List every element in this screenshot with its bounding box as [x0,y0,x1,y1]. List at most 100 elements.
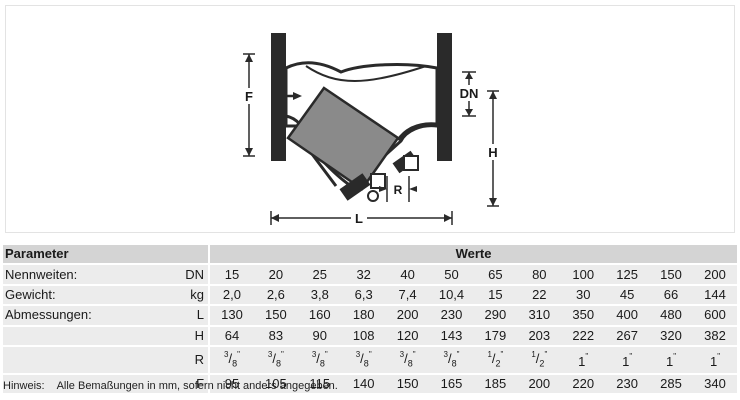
table-cell: 90 [297,324,342,345]
table-cell: 285 [649,372,693,394]
fraction-value: 3/8" [268,349,284,369]
header-parameter: Parameter [3,245,211,264]
right-flange [437,33,452,161]
table-cell: 150 [253,304,298,325]
table-cell: 15 [210,263,254,284]
inch-mark: " [629,352,633,362]
table-cell: 80 [517,263,562,284]
row-label: Nennweiten: [3,263,156,284]
footnote-key: Hinweis: [3,380,45,392]
table-cell: 350 [561,304,606,325]
fraction-value: 3/8" [400,349,416,369]
fraction-slash: / [272,351,276,367]
row-unit: kg [156,283,211,305]
table-cell: 65 [473,263,518,284]
fraction-numerator: 1 [531,349,536,359]
table-cell: 1/2" [473,344,518,373]
table-cell: 25 [297,263,342,284]
row-label: Abmessungen: [3,304,156,325]
table-cell: 6,3 [341,283,386,305]
dim-h-arrow-bottom [489,198,497,206]
row-label [3,324,156,345]
header-values: Werte [210,245,737,264]
table-cell: 3/8" [385,344,430,373]
table-cell: 100 [561,263,606,284]
body-bottom-right [396,122,438,141]
fraction-slash: / [447,351,452,367]
inch-mark: " [412,349,416,359]
table-cell: 150 [385,372,430,394]
table-cell: 185 [473,372,518,394]
row-unit: F [156,372,211,394]
table-cell: 108 [341,324,386,345]
table-cell: 66 [649,283,693,305]
inch-mark: " [585,352,589,362]
dim-dn-arrow-top [465,72,473,79]
table-cell: 15 [473,283,518,305]
table-cell: 64 [210,324,254,345]
table-cell: 125 [605,263,650,284]
fraction-numerator: 3 [311,349,317,359]
row-unit: R [156,344,211,373]
dim-h-arrow-top [489,91,497,99]
fraction-slash: / [360,351,364,367]
table-cell: 130 [210,304,254,325]
fraction-value: 3/8" [443,349,460,369]
inch-mark: " [281,349,284,359]
dim-r-arrow-left [379,186,387,192]
dim-l-arrow-left [271,214,279,222]
fraction-value: 1" [710,352,720,368]
table-cell: 340 [692,372,737,394]
dim-l-label: L [355,211,363,226]
fraction-slash: / [535,351,540,367]
fraction-value: 1" [666,352,676,368]
fraction-value: 3/8" [355,349,372,369]
fraction-denominator: 8 [363,358,369,369]
dim-l-arrow-right [444,214,452,222]
fraction-value: 3/8" [311,349,328,369]
table-cell: 1" [692,344,737,373]
table-cell: 50 [429,263,474,284]
dim-dn-arrow-bottom [465,109,473,116]
side-plug-2 [403,155,419,171]
dim-r-arrow-right [409,186,417,192]
fraction-numerator: 1 [487,349,492,359]
fraction-denominator: 8 [275,358,281,369]
table-cell: 2,6 [253,283,298,305]
table-cell: 45 [605,283,650,305]
table-cell: 320 [649,324,693,345]
flow-arrow-head [293,92,302,100]
table-cell: 230 [605,372,650,394]
table-cell: 95 [210,372,254,394]
table-cell: 267 [605,324,650,345]
table-cell: 160 [297,304,342,325]
dim-r-label: R [394,183,403,197]
table-cell: 140 [341,372,386,394]
table-cell: 180 [341,304,386,325]
drain-cap [339,173,371,201]
fraction-slash: / [404,351,408,367]
inch-mark: " [456,349,460,359]
table-cell: 382 [692,324,737,345]
fraction-value: 3/8" [224,350,240,369]
table-cell: 222 [561,324,606,345]
table-cell: 1" [561,344,606,373]
fraction-whole: 1 [622,353,630,369]
table-cell: 2,0 [210,283,254,305]
fraction-numerator: 3 [443,349,448,359]
fraction-denominator: 8 [232,358,238,369]
footnote-text: Alle Bemaßungen in mm, sofern nicht ande… [56,380,338,392]
fraction-whole: 1 [578,353,586,369]
fraction-slash: / [491,351,496,367]
table-cell: 480 [649,304,693,325]
fraction-numerator: 3 [355,349,361,359]
inch-mark: " [544,349,548,359]
table-cell: 115 [297,372,342,394]
row-unit: DN [156,263,211,284]
fraction-denominator: 2 [539,358,545,369]
fraction-value: 1" [622,352,633,369]
row-label [3,344,156,373]
